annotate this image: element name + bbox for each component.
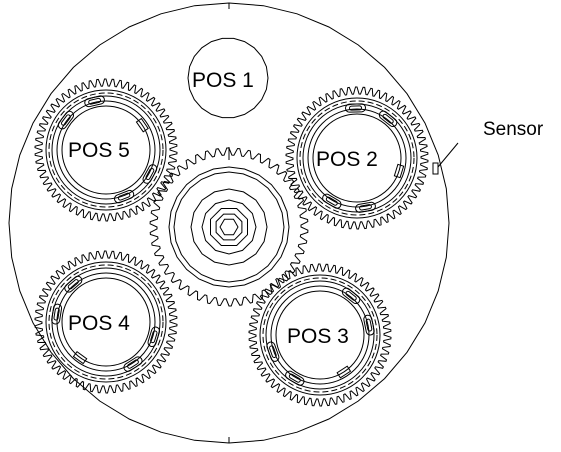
pos4-holder-gear bbox=[34, 250, 178, 394]
pos5-label: POS 5 bbox=[68, 139, 130, 162]
pos3-label: POS 3 bbox=[287, 325, 349, 348]
pos1-pocket bbox=[187, 37, 269, 119]
sensor-label: Sensor bbox=[483, 119, 544, 140]
pos2-label: POS 2 bbox=[316, 148, 378, 171]
sensor-element bbox=[432, 162, 439, 175]
pos1-label: POS 1 bbox=[192, 69, 254, 92]
pos3-holder-gear bbox=[248, 263, 392, 407]
pos4-label: POS 4 bbox=[68, 312, 130, 335]
pos5-holder-gear bbox=[34, 78, 178, 222]
sensor-leader-line bbox=[437, 142, 459, 168]
pos2-holder-gear bbox=[285, 86, 429, 230]
